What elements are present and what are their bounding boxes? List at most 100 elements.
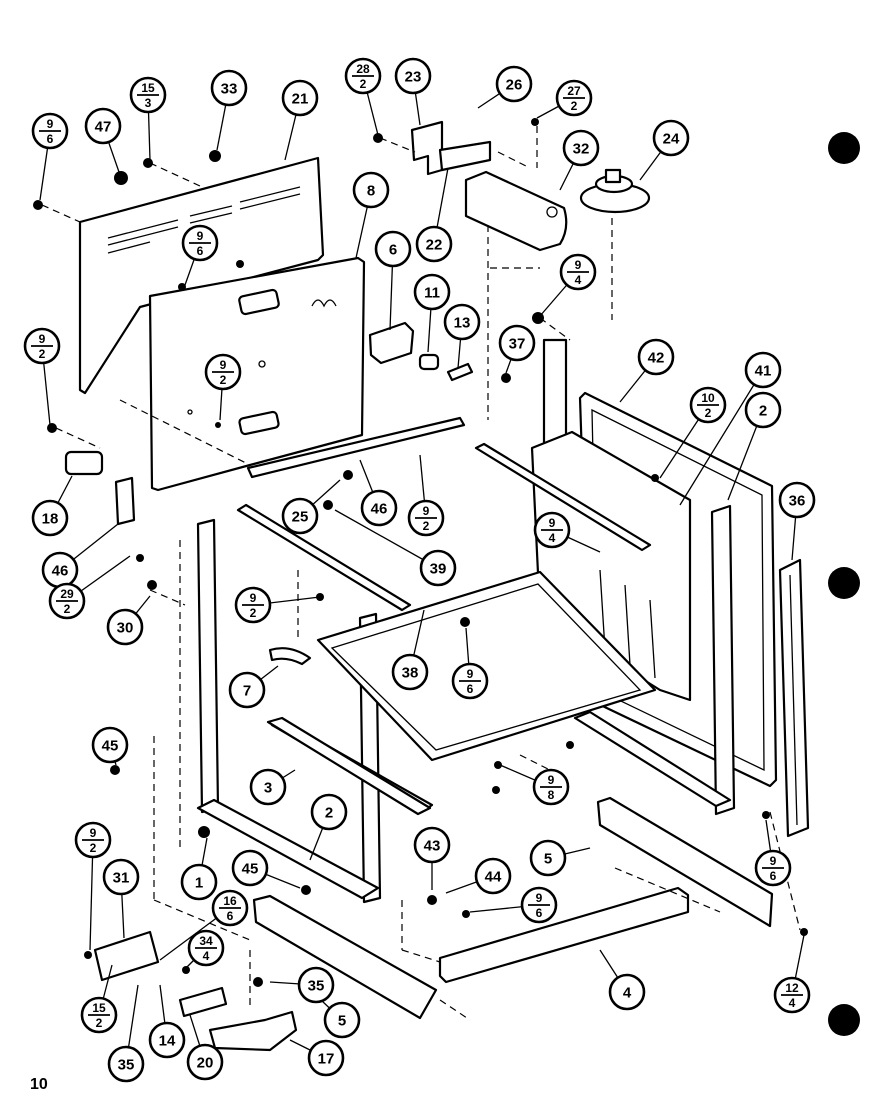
callout-part-5: 5 [299, 979, 361, 1039]
callout-label: 26 [506, 77, 523, 94]
callout-part-3: 3 [249, 768, 296, 806]
callout-circle [413, 826, 451, 864]
callout-label: 46 [371, 501, 388, 518]
part-knob-24 [579, 168, 651, 214]
callout-part-23: 23 [394, 57, 432, 126]
part-bracket-23 [410, 120, 444, 176]
callout-label: 1 [195, 875, 203, 892]
callout-label: 20 [197, 1055, 214, 1072]
callout-label: 35 [118, 1057, 135, 1074]
callout-part-42: 42 [619, 338, 675, 403]
fraction-bottom: 2 [90, 841, 97, 855]
fraction-top: 16 [223, 894, 237, 908]
callout-leader [89, 839, 94, 951]
fraction-bottom: 2 [220, 373, 227, 387]
fraction-top: 9 [39, 332, 46, 346]
callout-part-45: 45 [91, 726, 129, 766]
callout-circle [102, 858, 140, 896]
binder-hole-top [828, 132, 860, 164]
callout-circle [415, 225, 453, 263]
binder-hole-bottom [828, 1004, 860, 1036]
callout-layer: 1223455678111314171820212223242526303132… [31, 57, 816, 1083]
callout-circle [474, 857, 512, 895]
callout-label: 47 [95, 119, 112, 136]
fraction-top: 12 [785, 981, 799, 995]
part-37 [542, 338, 568, 452]
callout-label: 38 [402, 665, 419, 682]
part-kick-rail-5b [596, 796, 774, 928]
part-46-bracket [114, 476, 136, 526]
fraction-bottom: 4 [789, 996, 796, 1010]
callout-part-22: 22 [415, 167, 453, 263]
callout-circle [394, 57, 432, 95]
callout-label: 43 [424, 838, 441, 855]
fraction-callout-9-6: 96 [469, 886, 558, 924]
callout-circle [84, 107, 122, 145]
callout-part-8: 8 [352, 171, 390, 259]
fraction-callout-27-2: 272 [536, 79, 593, 119]
callout-circle [352, 171, 390, 209]
callout-part-7: 7 [228, 665, 279, 709]
callout-circle [31, 499, 69, 537]
part-rear-top-panel [78, 156, 325, 395]
callout-label: 3 [264, 780, 272, 797]
callout-part-5: 5 [529, 839, 591, 877]
fraction-top: 10 [701, 391, 715, 405]
callout-circle [391, 653, 429, 691]
fraction-callout-9-4: 94 [533, 511, 601, 553]
callout-circle [744, 351, 782, 389]
fraction-bottom: 4 [549, 531, 556, 545]
callout-circle [529, 839, 567, 877]
callout-part-2: 2 [727, 391, 782, 501]
callout-circle [107, 1045, 145, 1083]
fraction-callout-9-6: 96 [451, 627, 489, 700]
callout-part-39: 39 [334, 509, 457, 587]
callout-circle [652, 119, 690, 157]
fraction-top: 27 [567, 84, 581, 98]
callout-leader [334, 509, 439, 569]
fraction-callout-9-4: 94 [539, 253, 597, 317]
fraction-top: 15 [141, 81, 155, 95]
callout-part-21: 21 [281, 79, 319, 161]
fraction-callout-9-8: 98 [499, 764, 570, 806]
fraction-top: 15 [92, 1001, 106, 1015]
callout-part-35: 35 [269, 966, 335, 1004]
part-11 [418, 353, 440, 371]
callout-part-31: 31 [102, 858, 140, 939]
callout-part-11: 11 [413, 273, 451, 353]
callout-label: 22 [426, 237, 443, 254]
fraction-callout-10-2: 102 [659, 386, 727, 479]
fraction-callout-9-2: 92 [23, 327, 61, 426]
callout-label: 14 [159, 1033, 176, 1050]
fraction-top: 9 [90, 826, 97, 840]
callout-part-45: 45 [231, 849, 301, 889]
callout-part-4: 4 [599, 949, 646, 1011]
callout-circle [360, 489, 398, 527]
callout-label: 18 [42, 511, 59, 528]
fraction-bottom: 6 [770, 869, 777, 883]
callout-part-20: 20 [186, 1014, 224, 1081]
part-31 [93, 930, 160, 982]
callout-part-36: 36 [778, 481, 816, 561]
callout-part-46: 46 [359, 459, 398, 527]
callout-part-30: 30 [106, 595, 151, 646]
fraction-callout-15-2: 152 [80, 964, 118, 1034]
fraction-callout-9-2: 92 [74, 821, 112, 951]
callout-circle [374, 230, 412, 268]
callout-label: 31 [113, 870, 130, 887]
callout-label: 7 [243, 683, 251, 700]
callout-circle [186, 1043, 224, 1081]
callout-circle [231, 849, 269, 887]
fraction-callout-12-4: 124 [773, 934, 811, 1014]
fraction-top: 9 [575, 258, 582, 272]
callout-circle [281, 497, 319, 535]
callout-circle [608, 973, 646, 1011]
callout-label: 32 [573, 141, 590, 158]
fraction-callout-9-2: 92 [407, 454, 445, 537]
callout-part-25: 25 [281, 479, 341, 535]
fraction-bottom: 2 [39, 347, 46, 361]
callout-part-24: 24 [639, 119, 690, 181]
callout-circle [443, 303, 481, 341]
callout-circle [495, 65, 533, 103]
